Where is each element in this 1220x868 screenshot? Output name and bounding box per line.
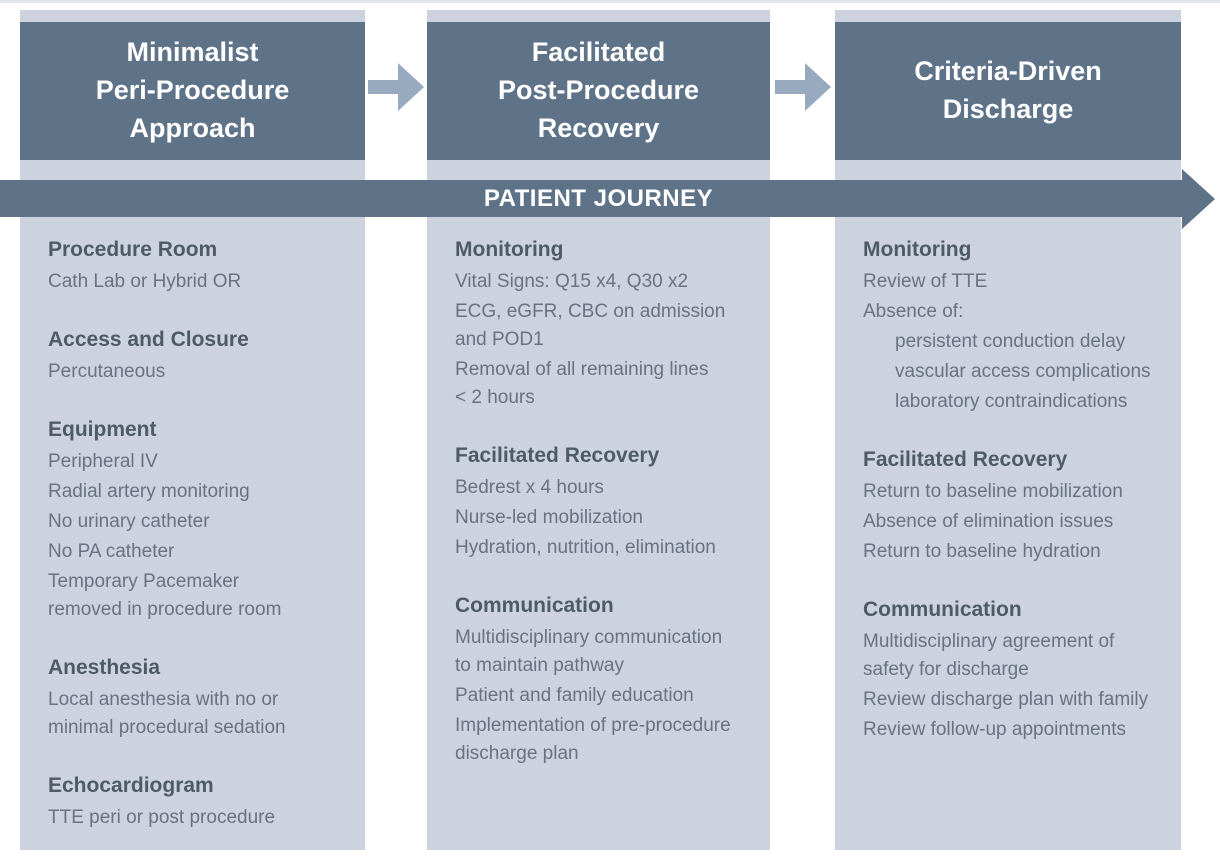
list-item: Patient and family education [455, 685, 694, 706]
section-procedure-room: Procedure Room Cath Lab or Hybrid OR [48, 236, 351, 296]
list-item: Absence of elimination issues [863, 511, 1114, 532]
section-heading: Communication [455, 594, 614, 617]
list-item: Removal of all remaining lines < 2 hours [455, 359, 709, 408]
column-2-title: Facilitated Post-Procedure Recovery [427, 22, 770, 160]
section-heading: Anesthesia [48, 656, 161, 679]
list-item: Return to baseline hydration [863, 541, 1101, 562]
section-monitoring: Monitoring Vital Signs: Q15 x4, Q30 x2 E… [455, 236, 756, 412]
list-item: Local anesthesia with no or minimal proc… [48, 689, 286, 738]
section-heading: Equipment [48, 418, 157, 441]
section-heading: Procedure Room [48, 238, 218, 261]
list-item: ECG, eGFR, CBC on admission and POD1 [455, 301, 726, 350]
column-3-title: Criteria-Driven Discharge [835, 22, 1181, 160]
banner-arrowhead-icon [1182, 169, 1215, 229]
patient-journey-banner [0, 180, 1183, 217]
list-item: Vital Signs: Q15 x4, Q30 x2 [455, 271, 689, 292]
right-arrow-icon [775, 63, 831, 111]
list-item: Review of TTE [863, 271, 988, 292]
list-item: No PA catheter [48, 541, 175, 562]
section-equipment: Equipment Peripheral IV Radial artery mo… [48, 416, 351, 624]
column-1-title: Minimalist Peri-Procedure Approach [20, 22, 365, 160]
list-item: Multidisciplinary agreement of safety fo… [863, 631, 1115, 680]
section-communication: Communication Multidisciplinary agreemen… [863, 596, 1167, 744]
column-minimalist-peri-procedure: Minimalist Peri-Procedure Approach Proce… [20, 10, 365, 850]
list-item-indented: laboratory contraindications [895, 391, 1128, 412]
section-monitoring: Monitoring Review of TTE Absence of: per… [863, 236, 1167, 416]
column-facilitated-post-procedure-recovery: Facilitated Post-Procedure Recovery Moni… [427, 10, 770, 850]
list-item: Bedrest x 4 hours [455, 477, 604, 498]
section-heading: Monitoring [863, 238, 972, 261]
list-item-indented: persistent conduction delay [895, 331, 1126, 352]
section-facilitated-recovery: Facilitated Recovery Return to baseline … [863, 446, 1167, 566]
top-border-line [0, 0, 1220, 3]
list-item: Multidisciplinary communication to maint… [455, 627, 723, 676]
section-heading: Facilitated Recovery [455, 444, 660, 467]
section-access-and-closure: Access and Closure Percutaneous [48, 326, 351, 386]
column-1-content: Procedure Room Cath Lab or Hybrid OR Acc… [20, 218, 365, 850]
column-2-content: Monitoring Vital Signs: Q15 x4, Q30 x2 E… [427, 218, 770, 850]
section-heading: Echocardiogram [48, 774, 214, 797]
section-echocardiogram: Echocardiogram TTE peri or post procedur… [48, 772, 351, 832]
section-communication: Communication Multidisciplinary communic… [455, 592, 756, 768]
column-criteria-driven-discharge: Criteria-Driven Discharge Monitoring Rev… [835, 10, 1181, 850]
list-item-indented: vascular access complications [895, 361, 1151, 382]
section-anesthesia: Anesthesia Local anesthesia with no or m… [48, 654, 351, 742]
list-item: Percutaneous [48, 361, 166, 382]
list-item: Implementation of pre-procedure discharg… [455, 715, 731, 764]
list-item: Hydration, nutrition, elimination [455, 537, 716, 558]
list-item: No urinary catheter [48, 511, 210, 532]
right-arrow-icon [368, 63, 424, 111]
list-item: Cath Lab or Hybrid OR [48, 271, 242, 292]
list-item: Temporary Pacemaker removed in procedure… [48, 571, 282, 620]
list-item: Peripheral IV [48, 451, 158, 472]
list-item: TTE peri or post procedure [48, 807, 276, 828]
list-item: Absence of: [863, 301, 964, 322]
list-item: Radial artery monitoring [48, 481, 250, 502]
column-3-content: Monitoring Review of TTE Absence of: per… [835, 218, 1181, 850]
section-heading: Monitoring [455, 238, 564, 261]
section-heading: Facilitated Recovery [863, 448, 1068, 471]
list-item: Nurse-led mobilization [455, 507, 643, 528]
patient-journey-label: PATIENT JOURNEY [483, 184, 714, 212]
section-heading: Communication [863, 598, 1022, 621]
section-facilitated-recovery: Facilitated Recovery Bedrest x 4 hours N… [455, 442, 756, 562]
section-heading: Access and Closure [48, 328, 249, 351]
list-item: Return to baseline mobilization [863, 481, 1123, 502]
list-item: Review discharge plan with family [863, 689, 1149, 710]
list-item: Review follow-up appointments [863, 719, 1126, 740]
